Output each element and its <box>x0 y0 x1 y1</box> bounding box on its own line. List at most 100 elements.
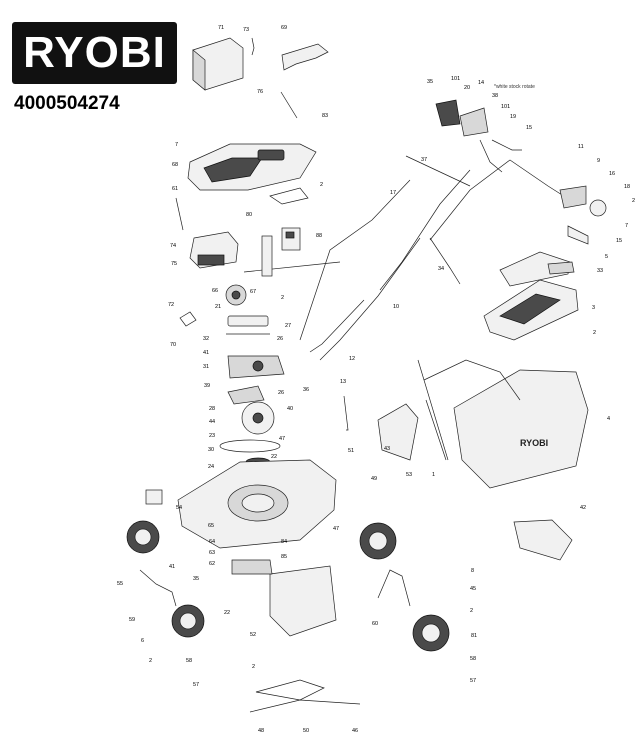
callout-c24: 24 <box>208 464 214 470</box>
callout-c11: 11 <box>578 144 584 150</box>
callout-c31: 31 <box>203 364 209 370</box>
callout-c2d: 2 <box>252 664 255 670</box>
callout-c50: 50 <box>303 728 309 734</box>
callout-c53: 53 <box>406 472 412 478</box>
callout-c2e: 2 <box>632 198 635 204</box>
callout-c13: 13 <box>340 379 346 385</box>
callout-c51: 51 <box>348 448 354 454</box>
callout-c26b: 26 <box>278 390 284 396</box>
grass-bag <box>453 369 589 489</box>
callout-c28: 28 <box>209 406 215 412</box>
callout-c55: 55 <box>117 581 123 587</box>
callout-c37: 37 <box>421 157 427 163</box>
callout-c26a: 26 <box>277 336 283 342</box>
callout-c7a: 7 <box>175 142 178 148</box>
callout-c57a: 57 <box>193 682 199 688</box>
callout-c75: 75 <box>171 261 177 267</box>
callout-c76: 76 <box>257 89 263 95</box>
callout-c8: 8 <box>471 568 474 574</box>
callout-c45: 45 <box>470 586 476 592</box>
rear-flap <box>269 565 337 637</box>
callout-c59: 59 <box>129 617 135 623</box>
callout-c43: 43 <box>384 446 390 452</box>
callout-c4: 4 <box>607 416 610 422</box>
callout-c30: 30 <box>208 447 214 453</box>
callout-c10: 10 <box>393 304 399 310</box>
callout-c44: 44 <box>209 419 215 425</box>
callout-c71: 71 <box>218 25 224 31</box>
callout-c81: 81 <box>471 633 477 639</box>
callout-c35b: 35 <box>427 79 433 85</box>
callout-c2b: 2 <box>281 295 284 301</box>
callout-c72: 72 <box>168 302 174 308</box>
upper-handle <box>379 169 471 291</box>
callout-c74: 74 <box>170 243 176 249</box>
callout-c39: 39 <box>204 383 210 389</box>
model-number: 4000504274 <box>14 93 120 114</box>
callout-c84: 84 <box>281 539 287 545</box>
diagram-note: *white stock rotate <box>494 84 535 90</box>
callout-c40: 40 <box>287 406 293 412</box>
callout-c65: 65 <box>208 523 214 529</box>
callout-c15a: 15 <box>526 125 532 131</box>
callout-c12: 12 <box>349 356 355 362</box>
callout-c41: 41 <box>203 350 209 356</box>
callout-c6a: 6 <box>141 638 144 644</box>
callout-c34: 34 <box>438 266 444 272</box>
callout-c14: 14 <box>478 80 484 86</box>
callout-c83: 83 <box>322 113 328 119</box>
callout-c58a: 58 <box>186 658 192 664</box>
callout-c22a: 22 <box>271 454 277 460</box>
callout-c101b: 101 <box>501 104 510 110</box>
callout-c41b: 41 <box>169 564 175 570</box>
callout-c15b: 15 <box>616 238 622 244</box>
callout-c62: 62 <box>209 561 215 567</box>
callout-c68: 68 <box>172 162 178 168</box>
callout-c52: 52 <box>250 632 256 638</box>
callout-c47: 47 <box>279 436 285 442</box>
callout-c80: 80 <box>246 212 252 218</box>
callout-c23: 23 <box>209 433 215 439</box>
callout-c88: 88 <box>316 233 322 239</box>
callout-c57b: 57 <box>470 678 476 684</box>
callout-c60: 60 <box>372 621 378 627</box>
callout-c61: 61 <box>172 186 178 192</box>
callout-c22b: 22 <box>224 610 230 616</box>
callout-c54: 54 <box>176 505 182 511</box>
callout-c38: 38 <box>492 93 498 99</box>
mulch-plug <box>377 403 419 461</box>
ryobi-logo: RYOBI <box>12 22 177 84</box>
callout-c67: 67 <box>250 289 256 295</box>
callout-c47b: 47 <box>333 526 339 532</box>
callout-c42: 42 <box>580 505 586 511</box>
callout-c17: 17 <box>390 190 396 196</box>
callout-c49: 49 <box>371 476 377 482</box>
callout-c27: 27 <box>285 323 291 329</box>
callout-c18: 18 <box>624 184 630 190</box>
lower-handle <box>319 237 421 361</box>
battery-cover <box>281 43 329 71</box>
callout-c2g: 2 <box>470 608 473 614</box>
callout-c9: 9 <box>597 158 600 164</box>
callout-c5: 5 <box>605 254 608 260</box>
svg-text:RYOBI: RYOBI <box>520 438 548 448</box>
callout-c48: 48 <box>258 728 264 734</box>
callout-c46: 46 <box>352 728 358 734</box>
callout-c70: 70 <box>170 342 176 348</box>
callout-c32: 32 <box>203 336 209 342</box>
callout-c1: 1 <box>432 472 435 478</box>
side-discharge <box>513 519 573 561</box>
callout-c64: 64 <box>209 539 215 545</box>
callout-c35: 35 <box>193 576 199 582</box>
callout-c2a: 2 <box>320 182 323 188</box>
callout-c73: 73 <box>243 27 249 33</box>
callout-c66: 66 <box>212 288 218 294</box>
callout-c21: 21 <box>215 304 221 310</box>
callout-c101a: 101 <box>451 76 460 82</box>
callout-c69: 69 <box>281 25 287 31</box>
callout-c2c: 2 <box>149 658 152 664</box>
callout-c33: 33 <box>597 268 603 274</box>
callout-c63: 63 <box>209 550 215 556</box>
